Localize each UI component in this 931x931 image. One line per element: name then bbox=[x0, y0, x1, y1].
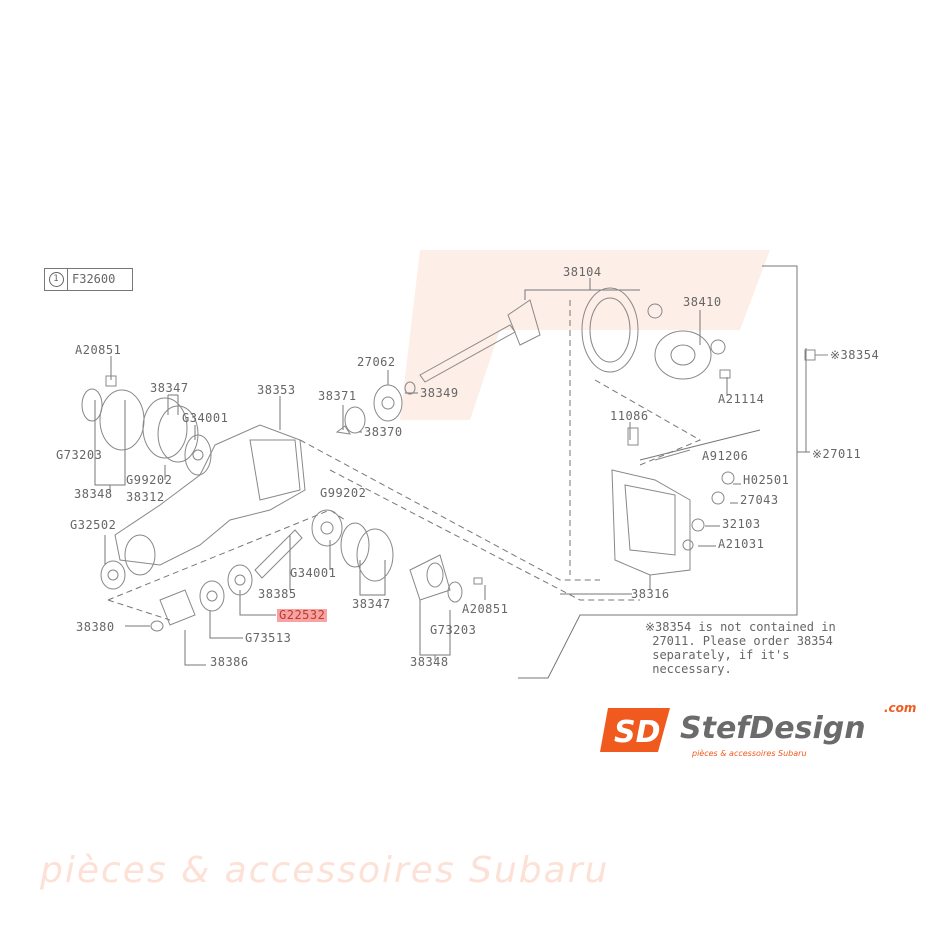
svg-text:StefDesign: StefDesign bbox=[680, 711, 866, 746]
svg-text:SD: SD bbox=[614, 715, 661, 750]
part-label[interactable]: 38347 bbox=[352, 597, 391, 611]
reference-marker: 1 bbox=[48, 272, 64, 287]
logo-graphic: SD StefDesign .com pièces & accessoires … bbox=[600, 701, 916, 758]
part-label[interactable]: 27043 bbox=[740, 493, 779, 507]
part-label[interactable]: A21031 bbox=[718, 537, 765, 551]
svg-text:.com: .com bbox=[884, 701, 916, 715]
part-label[interactable]: 38410 bbox=[683, 295, 722, 309]
footnote: ※38354 is not contained in 27011. Please… bbox=[645, 620, 836, 676]
part-label-highlighted[interactable]: G22532 bbox=[277, 608, 328, 622]
part-label[interactable]: 38349 bbox=[420, 386, 459, 400]
leader-lines bbox=[94, 278, 761, 666]
part-label[interactable]: 38370 bbox=[364, 425, 403, 439]
part-label[interactable]: 38385 bbox=[258, 587, 297, 601]
part-label[interactable]: A21114 bbox=[718, 392, 765, 406]
part-label[interactable]: 11086 bbox=[610, 409, 649, 423]
part-label[interactable]: 38104 bbox=[563, 265, 602, 279]
part-label[interactable]: G99202 bbox=[320, 486, 367, 500]
part-label[interactable]: G99202 bbox=[126, 473, 173, 487]
part-label[interactable]: 38347 bbox=[150, 381, 189, 395]
watermark-logo-shape bbox=[400, 250, 770, 420]
part-label[interactable]: 32103 bbox=[722, 517, 761, 531]
part-label[interactable]: H02501 bbox=[743, 473, 790, 487]
part-label[interactable]: G73203 bbox=[430, 623, 477, 637]
part-label[interactable]: A20851 bbox=[462, 602, 509, 616]
part-label[interactable]: 38371 bbox=[318, 389, 357, 403]
part-label[interactable]: 38348 bbox=[74, 487, 113, 501]
reference-code: F32600 bbox=[72, 272, 116, 286]
reference-box: 1 F32600 bbox=[44, 268, 133, 291]
part-label[interactable]: A20851 bbox=[75, 343, 122, 357]
part-label[interactable]: G32502 bbox=[70, 518, 117, 532]
assembly-bracket-line bbox=[518, 265, 798, 679]
part-label[interactable]: ※38354 bbox=[830, 348, 880, 362]
dashed-guides bbox=[107, 300, 702, 621]
part-label[interactable]: G73203 bbox=[56, 448, 103, 462]
part-label[interactable]: A91206 bbox=[702, 449, 749, 463]
part-shapes bbox=[81, 287, 828, 632]
svg-text:pièces & accessoires Subaru: pièces & accessoires Subaru bbox=[691, 748, 807, 758]
part-label[interactable]: 27062 bbox=[357, 355, 396, 369]
part-label[interactable]: 38353 bbox=[257, 383, 296, 397]
logo-mark-icon bbox=[600, 708, 670, 752]
part-label[interactable]: ※27011 bbox=[812, 447, 862, 461]
part-label[interactable]: G34001 bbox=[290, 566, 337, 580]
part-label[interactable]: G73513 bbox=[245, 631, 292, 645]
part-label[interactable]: 38386 bbox=[210, 655, 249, 669]
stefdesign-logo: SD StefDesign .com pièces & accessoires … bbox=[600, 700, 922, 760]
part-label[interactable]: 38312 bbox=[126, 490, 165, 504]
part-label[interactable]: G34001 bbox=[182, 411, 229, 425]
part-label[interactable]: 38348 bbox=[410, 655, 449, 669]
part-label[interactable]: 38380 bbox=[76, 620, 115, 634]
part-label[interactable]: 38316 bbox=[631, 587, 670, 601]
watermark-text: pièces & accessoires Subaru bbox=[40, 850, 610, 891]
